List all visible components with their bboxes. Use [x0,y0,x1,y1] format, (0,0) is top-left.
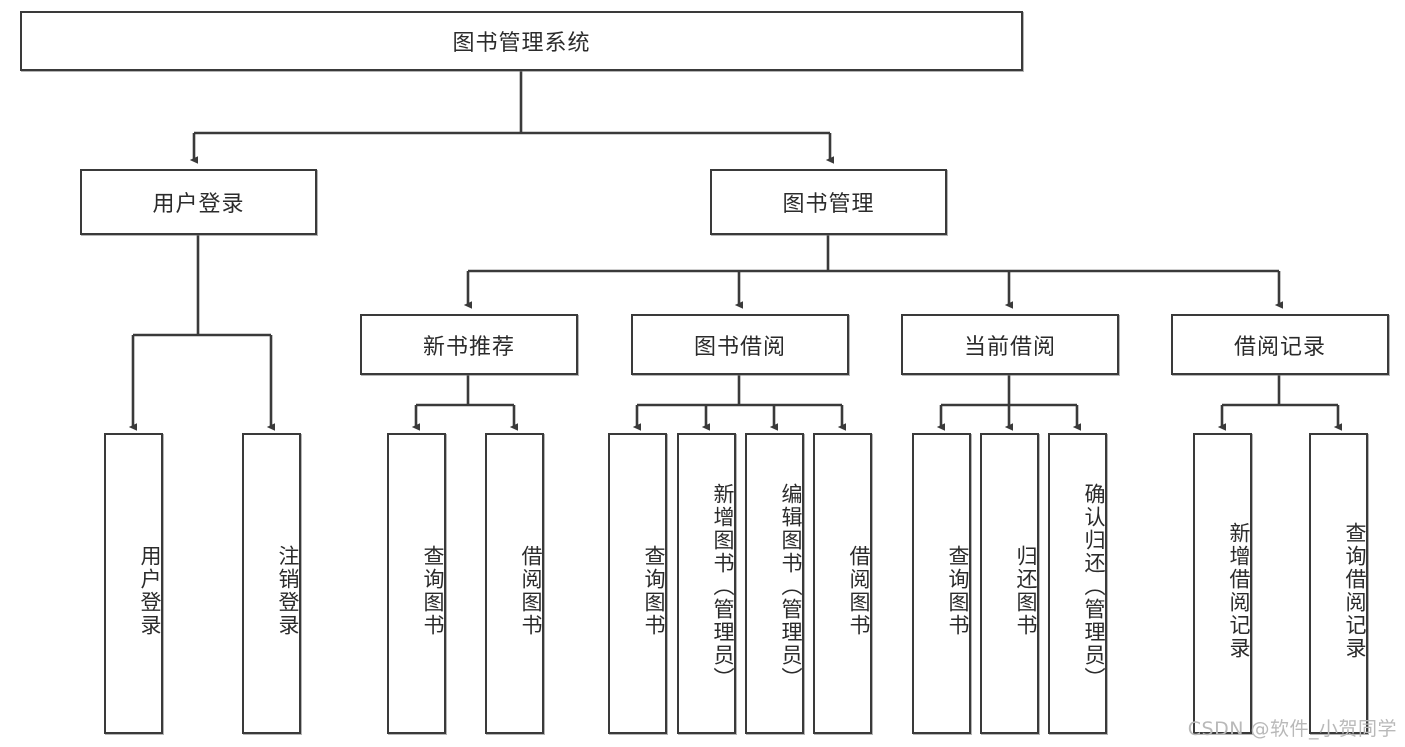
leaf-book-borrow-edit-book-admin[interactable]: 编辑图书（管理员） [745,433,804,734]
leaf-current-borrow-query-book[interactable]: 查询图书 [912,433,971,734]
leaf-borrow-record-add-record[interactable]: 新增借阅记录 [1193,433,1252,734]
node-current-borrow[interactable]: 当前借阅 [901,314,1119,375]
leaf-new-book-borrow-book[interactable]: 借阅图书 [485,433,544,734]
csdn-watermark: CSDN @软件_小贺同学 [1187,718,1397,740]
node-user-login[interactable]: 用户登录 [80,169,317,235]
leaf-book-borrow-borrow-book[interactable]: 借阅图书 [813,433,872,734]
leaf-book-borrow-query-book[interactable]: 查询图书 [608,433,667,734]
leaf-new-book-query-book[interactable]: 查询图书 [387,433,446,734]
leaf-user-login-logout[interactable]: 注销登录 [242,433,301,734]
node-root-system[interactable]: 图书管理系统 [20,11,1023,71]
node-book-borrow[interactable]: 图书借阅 [631,314,849,375]
leaf-book-borrow-add-book-admin[interactable]: 新增图书（管理员） [677,433,736,734]
leaf-borrow-record-query-record[interactable]: 查询借阅记录 [1309,433,1368,734]
node-new-book-recommend[interactable]: 新书推荐 [360,314,578,375]
leaf-current-borrow-confirm-return-admin[interactable]: 确认归还（管理员） [1048,433,1107,734]
leaf-current-borrow-return-book[interactable]: 归还图书 [980,433,1039,734]
leaf-user-login-login[interactable]: 用户登录 [104,433,163,734]
node-borrow-record[interactable]: 借阅记录 [1171,314,1389,375]
node-book-management[interactable]: 图书管理 [710,169,947,235]
